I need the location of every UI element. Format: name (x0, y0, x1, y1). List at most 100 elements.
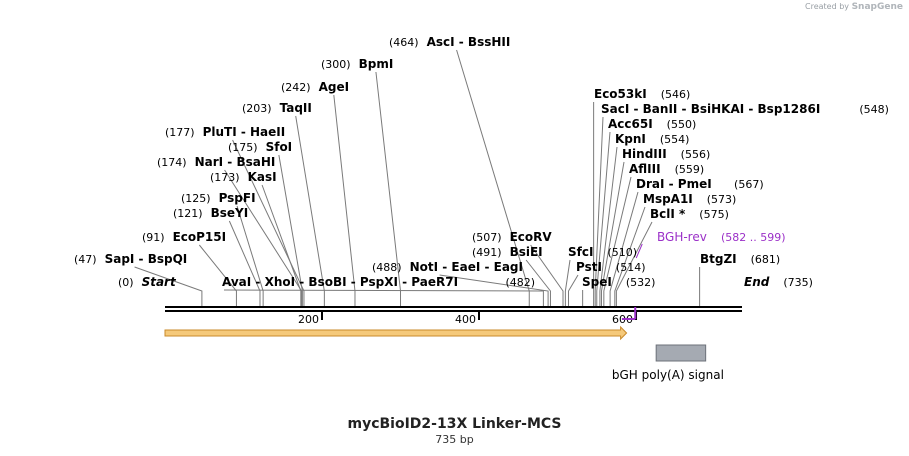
cut-site-line (599, 146, 618, 306)
site-mspa1i: MspA1I(573) (643, 192, 736, 206)
site-name: PluTI - HaeII (203, 125, 286, 139)
site-start: (0) Start (118, 275, 177, 289)
site-bpmi: (300)BpmI (321, 57, 393, 71)
site-drai: DraI - PmeI (567) (636, 177, 764, 191)
cut-site-line (530, 244, 564, 306)
site-name: AvaI - XhoI - BsoBI - PspXI - PaeR7I (222, 275, 458, 289)
site-position: (173) (210, 171, 240, 184)
primer-range: (582 .. 599) (721, 231, 786, 244)
site-name: EcoP15I (173, 230, 227, 244)
cut-site-line (609, 191, 639, 306)
polyA-signal-box (655, 344, 707, 362)
cut-site-line (600, 161, 625, 306)
cut-site-line (594, 116, 604, 306)
site-name: PspFI (219, 191, 256, 205)
site-position: (550) (667, 118, 697, 131)
cut-site-line (232, 139, 305, 306)
site-pluti: (177) PluTI - HaeII (165, 125, 285, 139)
site-bsiei: (491)BsiEI (472, 245, 543, 259)
site-position: (125) (181, 192, 211, 205)
cut-site-line (439, 274, 549, 306)
site-position: (91) (142, 231, 165, 244)
primer-leader (635, 243, 643, 259)
site-position: (0) (118, 276, 134, 289)
site-position: (177) (165, 126, 195, 139)
site-sfoi: (175)SfoI (228, 140, 292, 154)
snapgene-credit: Created by SnapGene (805, 2, 903, 12)
site-name: BseYI (211, 206, 249, 220)
cut-site-line (564, 259, 571, 306)
primer-annotation: BGH-rev(582 .. 599) (621, 230, 786, 320)
site-end: End (735) (744, 275, 813, 289)
site-position: (174) (157, 156, 187, 169)
cut-site-line (596, 131, 611, 306)
axis-tick-label: 200 (298, 313, 319, 326)
site-sfci: SfcI(510) (568, 245, 637, 259)
site-name: KasI (248, 170, 277, 184)
cut-site-line (614, 206, 646, 306)
site-name: AflIII (629, 162, 661, 176)
primer-arrow (621, 307, 637, 320)
site-hindiii: HindIII(556) (622, 147, 710, 161)
cut-site-line (261, 184, 302, 306)
site-position: (47) (74, 253, 97, 266)
site-acc65i: Acc65I (550) (608, 117, 696, 131)
site-name: Eco53kI (594, 87, 647, 101)
site-position: (121) (173, 207, 203, 220)
site-name: DraI - PmeI (636, 177, 712, 191)
site-position: (488) (372, 261, 402, 274)
site-position: (554) (660, 133, 690, 146)
site-afliii: AflIII (559) (629, 162, 704, 176)
map-title: mycBioID2-13X Linker-MCS (347, 416, 562, 432)
cut-site-line (603, 176, 632, 306)
site-name: NotI - EaeI - EagI (410, 260, 523, 274)
site-name: NarI - BsaHI (195, 155, 276, 169)
site-bseyi: (121) BseYI (173, 206, 248, 220)
site-name: BtgZI (700, 252, 737, 266)
site-position: (559) (675, 163, 705, 176)
site-taqii: (203)TaqII (242, 101, 312, 115)
feature-track: bGH poly(A) signal (164, 325, 724, 382)
snapgene-logo: SnapGene (851, 2, 903, 12)
site-position: (681) (751, 253, 781, 266)
site-position: (175) (228, 141, 258, 154)
site-position: (532) (626, 276, 656, 289)
cut-site-line (224, 169, 303, 306)
site-position: (464) (389, 36, 419, 49)
site-name: SpeI (582, 275, 612, 289)
credit-prefix: Created by (805, 2, 850, 11)
site-agei: (242)AgeI (281, 80, 349, 94)
cut-site-line (525, 259, 551, 306)
site-name: End (744, 275, 770, 289)
site-position: (482) (505, 276, 535, 289)
site-saci: SacI - BanII - BsiHKAI - Bsp1286I(548) (601, 102, 889, 116)
cut-site-line (568, 274, 579, 306)
site-position: (510) (607, 246, 637, 259)
site-position: (735) (783, 276, 813, 289)
site-position: (242) (281, 81, 311, 94)
site-position: (491) (472, 246, 502, 259)
site-kasi: (173) KasI (210, 170, 277, 184)
site-bcli: BclI *(575) (650, 207, 729, 221)
site-name: Start (142, 275, 177, 289)
orf-arrow (164, 325, 628, 341)
cut-site-line (615, 221, 653, 306)
site-eco53ki: Eco53kI (546) (594, 87, 690, 101)
site-position: (507) (472, 231, 502, 244)
site-position: (548) (859, 103, 889, 116)
restriction-site-labels: (0) Start (47)SapI - BspQI (91) EcoP15I (121)… (74, 35, 889, 289)
site-position: (567) (734, 178, 764, 191)
site-asci: (464)AscI - BssHII (389, 35, 510, 49)
site-spei: SpeI (532) (582, 275, 655, 289)
site-sapi: (47)SapI - BspQI (74, 252, 187, 266)
site-name: Acc65I (608, 117, 653, 131)
site-kpni: KpnI(554) (615, 132, 689, 146)
sequence-map: (0) Start (47)SapI - BspQI (91) EcoP15I (121)… (74, 35, 889, 382)
cut-site-line (295, 115, 325, 306)
site-position: (546) (661, 88, 691, 101)
site-ecop15i: (91) EcoP15I (142, 230, 226, 244)
site-name: TaqII (280, 101, 312, 115)
site-name: BclI * (650, 207, 686, 221)
cut-site-line (228, 220, 261, 306)
